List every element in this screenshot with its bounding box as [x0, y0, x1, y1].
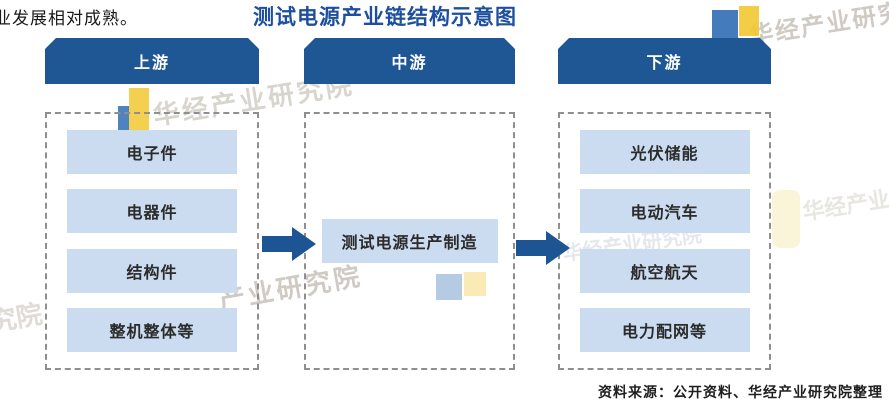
chain-item-downstream: 电力配网等	[579, 308, 750, 353]
watermark-text: 华经产业	[800, 186, 889, 225]
chain-item-downstream: 航空航天	[579, 248, 750, 293]
flow-arrow-right-icon	[262, 227, 316, 261]
chain-item-downstream: 光伏储能	[579, 129, 750, 174]
flow-arrow-right-icon	[516, 231, 570, 265]
watermark-logo-icon	[712, 6, 762, 42]
watermark-blob	[772, 190, 800, 248]
watermark-text: 究院	[0, 298, 45, 338]
downstream-header: 下游	[558, 38, 771, 84]
source-note: 资料来源：公开资料、华经产业研究院整理	[598, 384, 883, 400]
upstream-header: 上游	[45, 38, 259, 84]
chain-item-upstream: 电子件	[67, 129, 237, 174]
midstream-items-container: 测试电源生产制造	[304, 112, 515, 370]
upstream-column: 上游 电子件 电器件 结构件 整机整体等	[45, 38, 259, 370]
midstream-header: 中游	[304, 38, 515, 84]
chain-item-midstream: 测试电源生产制造	[321, 219, 498, 263]
chain-item-upstream: 整机整体等	[67, 308, 237, 353]
downstream-items-container: 光伏储能 电动汽车 航空航天 电力配网等	[558, 112, 771, 370]
diagram-title: 测试电源产业链结构示意图	[253, 6, 517, 29]
intro-text: 业发展相对成熟。	[0, 9, 138, 28]
chain-item-upstream: 电器件	[67, 189, 237, 234]
downstream-column: 下游 光伏储能 电动汽车 航空航天 电力配网等	[558, 38, 771, 370]
chain-item-downstream: 电动汽车	[579, 189, 750, 234]
upstream-items-container: 电子件 电器件 结构件 整机整体等	[45, 112, 259, 370]
midstream-column: 中游 测试电源生产制造	[304, 38, 515, 370]
chain-item-upstream: 结构件	[67, 248, 237, 293]
